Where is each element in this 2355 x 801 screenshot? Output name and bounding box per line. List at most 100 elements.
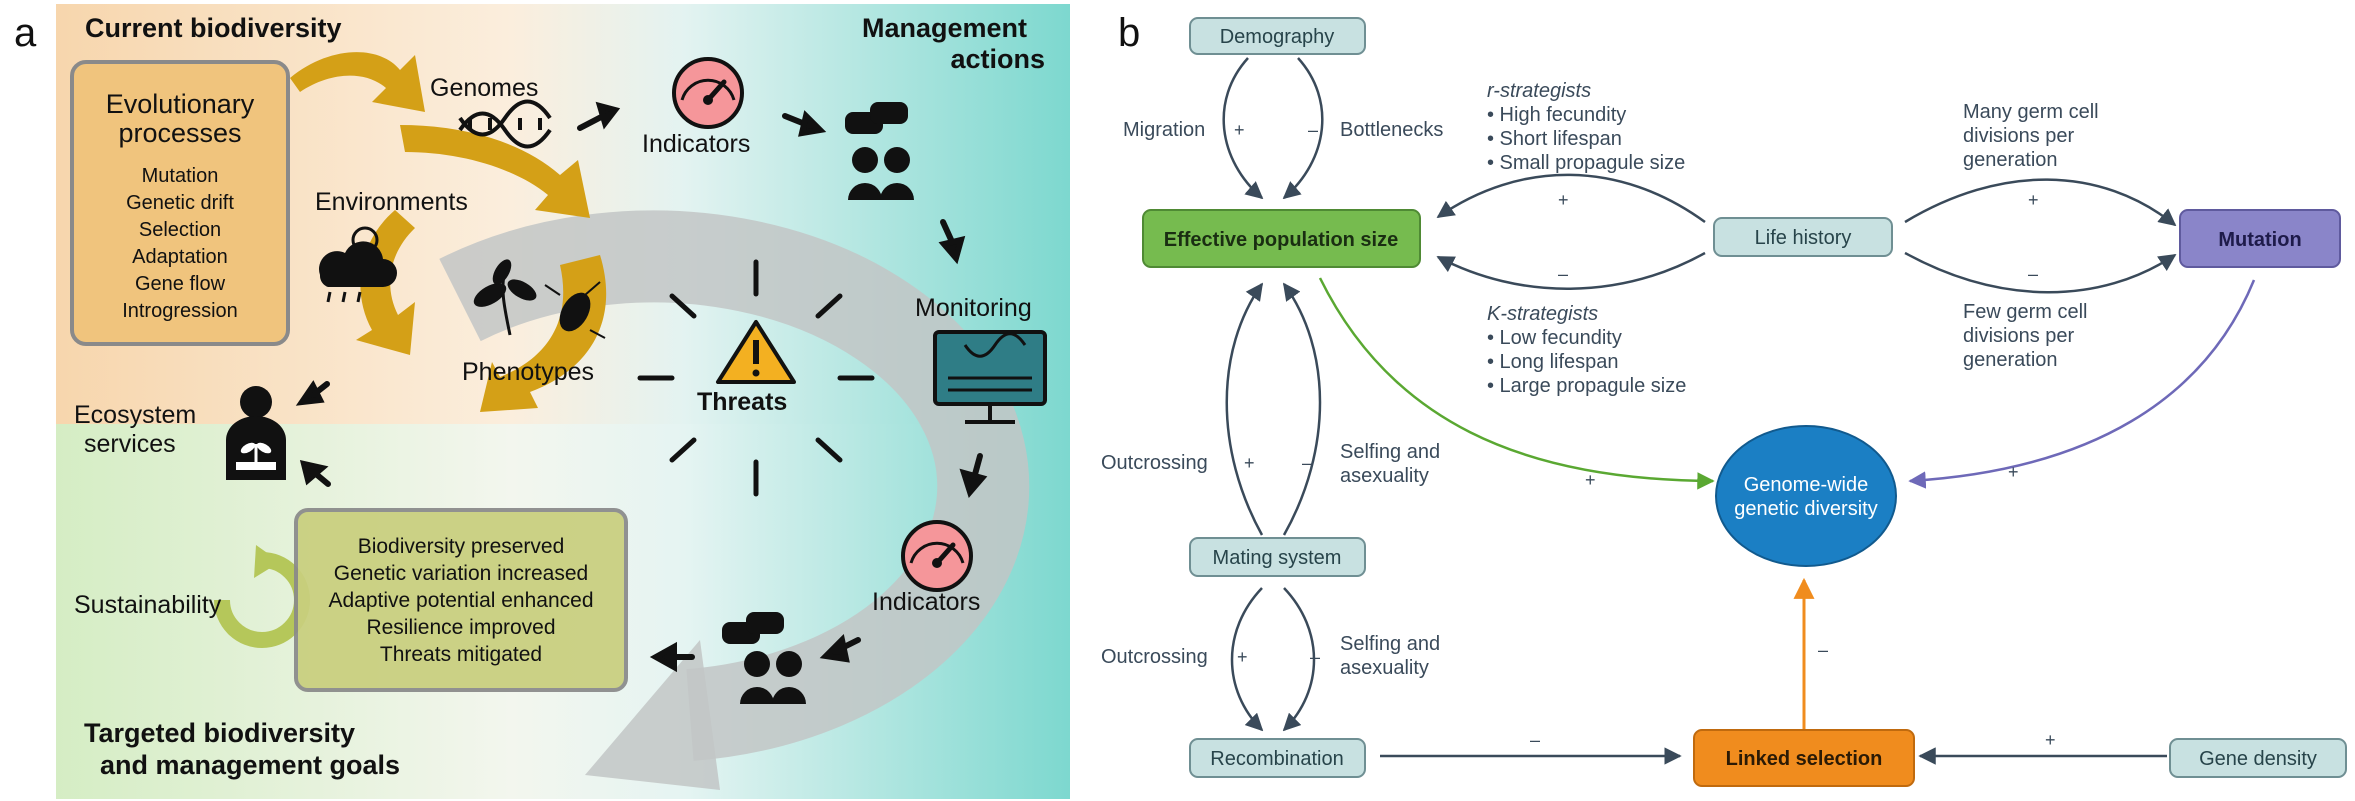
node-gene-density: Gene density (2169, 738, 2347, 778)
k-strategist-item: • Large propagule size (1487, 375, 1686, 397)
weather-icon (319, 226, 397, 303)
speedometer-icon (672, 57, 744, 129)
panel-b-label: b (1118, 11, 1140, 55)
k-strategist-item: • Long lifespan (1487, 351, 1619, 373)
goals-box: Biodiversity preserved Genetic variation… (294, 508, 628, 692)
genomes-label: Genomes (430, 74, 538, 102)
monitor-dna-icon (933, 330, 1047, 424)
evo-item: Adaptation (132, 246, 228, 268)
outcrossing-2-label: Outcrossing (1101, 646, 1208, 668)
edges (1222, 57, 2177, 765)
node-recombination: Recombination (1189, 738, 1366, 778)
threat-rays (637, 259, 875, 497)
k-strategists-title: K-strategists (1487, 303, 1598, 325)
plus-sign: + (1558, 190, 1569, 210)
dna-icon (458, 99, 552, 149)
panel-a-label: a (14, 11, 37, 55)
minus-sign: – (1818, 640, 1828, 660)
demography-label: Demography (1220, 26, 1335, 48)
mating-system-label: Mating system (1213, 547, 1342, 569)
minus-sign: – (1302, 453, 1312, 473)
k-strategist-item: • Low fecundity (1487, 327, 1622, 349)
many-germ-3: generation (1963, 149, 2058, 171)
r-strategist-item: • High fecundity (1487, 104, 1626, 126)
flow-arrows (295, 101, 988, 673)
plant-beetle-icon (473, 259, 606, 339)
evolutionary-processes-box: Evolutionary processes Mutation Genetic … (70, 60, 290, 346)
evo-item: Selection (139, 219, 221, 241)
targeted-goals-1: Targeted biodiversity (84, 718, 355, 748)
cycle-icon (214, 545, 310, 648)
goal-item: Threats mitigated (380, 643, 542, 666)
goal-item: Adaptive potential enhanced (328, 589, 593, 612)
r-strategist-item: • Small propagule size (1487, 152, 1685, 174)
selfing-2-line2: asexuality (1340, 657, 1429, 679)
threats-label: Threats (697, 388, 787, 416)
life-history-label: Life history (1755, 227, 1852, 249)
genome-wide-line2: genetic diversity (1734, 498, 1877, 520)
goal-item: Genetic variation increased (334, 562, 588, 585)
people-chat-icon (845, 102, 914, 200)
minus-sign: – (1308, 120, 1318, 140)
evo-item: Genetic drift (126, 192, 234, 214)
migration-label: Migration (1123, 119, 1205, 141)
node-mutation: Mutation (2179, 209, 2341, 268)
ecosystem-services-1: Ecosystem (74, 401, 196, 429)
few-germ-3: generation (1963, 349, 2058, 371)
minus-sign: – (1558, 264, 1568, 284)
r-strategists-title: r-strategists (1487, 80, 1591, 102)
r-strategist-item: • Short lifespan (1487, 128, 1622, 150)
genome-wide-line1: Genome-wide (1744, 474, 1869, 496)
minus-sign: – (1310, 647, 1320, 667)
management-title-2: actions (950, 44, 1045, 74)
node-life-history: Life history (1713, 217, 1893, 257)
edge-purple (1908, 279, 2256, 489)
mutation-label: Mutation (2218, 229, 2301, 251)
minus-sign: – (2028, 264, 2038, 284)
plus-sign: + (1237, 647, 1248, 667)
plus-sign: + (1585, 470, 1596, 490)
edge-labels: Migration + – Bottlenecks r-strategists … (1101, 80, 2099, 750)
current-biodiversity-title: Current biodiversity (85, 13, 342, 43)
environments-label: Environments (315, 188, 468, 216)
bottlenecks-label: Bottlenecks (1340, 119, 1443, 141)
evo-title-1: Evolutionary (106, 89, 255, 119)
many-germ-1: Many germ cell (1963, 101, 2099, 123)
plus-sign: + (2008, 462, 2019, 482)
node-mating-system: Mating system (1189, 537, 1366, 577)
selfing-1-line1: Selfing and (1340, 441, 1440, 463)
goal-item: Biodiversity preserved (358, 535, 565, 558)
linked-selection-label: Linked selection (1726, 748, 1883, 770)
management-title-1: Management (862, 13, 1027, 43)
node-genome-wide-diversity: Genome-wide genetic diversity (1715, 425, 1897, 567)
people-chat-icon (722, 612, 806, 704)
plus-sign: + (1234, 120, 1245, 140)
node-effective-population-size: Effective population size (1142, 209, 1421, 268)
evo-title-2: processes (118, 118, 241, 148)
gene-density-label: Gene density (2199, 748, 2317, 770)
evo-item: Introgression (122, 300, 238, 322)
indicators-bottom-label: Indicators (872, 588, 980, 616)
goal-item: Resilience improved (366, 616, 555, 639)
few-germ-1: Few germ cell (1963, 301, 2087, 323)
few-germ-2: divisions per (1963, 325, 2075, 347)
evo-item: Mutation (142, 165, 219, 187)
outcrossing-1-label: Outcrossing (1101, 452, 1208, 474)
many-germ-2: divisions per (1963, 125, 2075, 147)
warning-icon (716, 320, 796, 384)
phenotypes-label: Phenotypes (462, 358, 594, 386)
speedometer-icon (901, 520, 973, 592)
selfing-2-line1: Selfing and (1340, 633, 1440, 655)
selfing-1-line2: asexuality (1340, 465, 1429, 487)
plus-sign: + (1244, 453, 1255, 473)
node-linked-selection: Linked selection (1693, 729, 1915, 787)
plus-sign: + (2045, 730, 2056, 750)
person-plant-icon (226, 386, 286, 480)
monitoring-label: Monitoring (915, 294, 1032, 322)
ecosystem-services-2: services (84, 430, 176, 458)
plus-sign: + (2028, 190, 2039, 210)
recombination-label: Recombination (1210, 748, 1343, 770)
minus-sign: – (1530, 730, 1540, 750)
effective-population-size-label: Effective population size (1164, 229, 1398, 251)
